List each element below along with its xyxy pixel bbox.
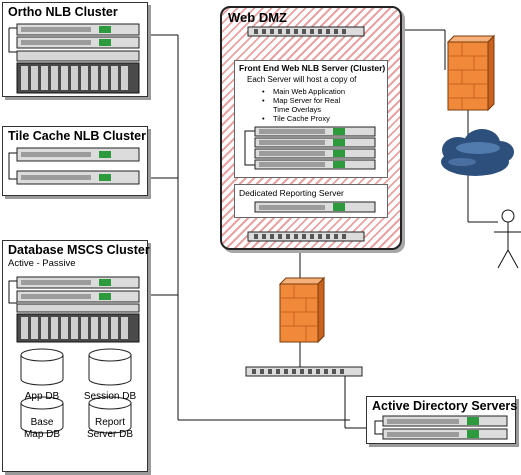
dmz-top-switch: [247, 26, 365, 242]
firewall-icon: [446, 34, 496, 112]
database-icon: [88, 348, 132, 386]
server-icon: [254, 148, 376, 159]
database-icon: [20, 396, 64, 434]
report-server-db-label: Report Server DB: [86, 417, 134, 440]
server-icon: [254, 201, 376, 213]
database-server-rack: [8, 276, 140, 434]
front-end-server-rack: [244, 126, 376, 170]
server-icon: [254, 137, 376, 148]
ortho-nlb-cluster-panel: Ortho NLB Cluster: [2, 2, 148, 97]
firewall-icon: [278, 276, 326, 344]
database-panel-title: Database MSCS Cluster: [8, 243, 150, 257]
database-cluster-mode: Active - Passive: [8, 258, 76, 269]
database-mscs-cluster-panel: Database MSCS Cluster Active - Passive: [2, 240, 150, 472]
ad-server-rack: [374, 415, 508, 440]
session-db-label: Session DB: [83, 391, 137, 402]
server-icon: [382, 428, 508, 440]
tile-cache-nlb-cluster-panel: Tile Cache NLB Cluster: [2, 126, 148, 196]
front-end-title: Front End Web NLB Server (Cluster): [239, 63, 386, 73]
server-icon: [382, 415, 508, 427]
database-icon: [88, 396, 132, 434]
cloud-icon: [441, 129, 514, 176]
dedicated-reporting-server-box: Dedicated Reporting Server: [234, 184, 388, 218]
user-icon: [494, 209, 521, 269]
front-end-intro: Each Server will host a copy of: [247, 75, 357, 84]
front-end-web-nlb-box: Front End Web NLB Server (Cluster) Each …: [234, 60, 388, 178]
database-icon: [20, 348, 64, 386]
server-icon: [254, 159, 376, 170]
ad-panel-title: Active Directory Servers: [372, 399, 518, 413]
front-end-bullet-cont: Time Overlays: [273, 105, 322, 114]
base-map-db-label: Base Map DB: [23, 417, 61, 440]
app-db-label: App DB: [24, 391, 60, 402]
front-end-bullet: Tile Cache Proxy: [262, 114, 330, 123]
ortho-server-rack: [8, 23, 140, 94]
ortho-panel-title: Ortho NLB Cluster: [8, 5, 118, 19]
front-end-bullet: Map Server for Real: [262, 96, 340, 105]
reporting-title: Dedicated Reporting Server: [239, 188, 344, 198]
dmz-title: Web DMZ: [228, 10, 287, 25]
tile-panel-title: Tile Cache NLB Cluster: [8, 129, 147, 143]
server-icon: [254, 126, 376, 137]
active-directory-servers-panel: Active Directory Servers: [366, 396, 518, 444]
reporting-server: [254, 201, 376, 213]
front-end-bullet: Main Web Application: [262, 87, 345, 96]
tile-server-rack: [8, 147, 140, 185]
switch-icon: [245, 366, 363, 377]
web-dmz-zone: Web DMZ Front End Web NLB Server (Cluste…: [220, 6, 402, 250]
